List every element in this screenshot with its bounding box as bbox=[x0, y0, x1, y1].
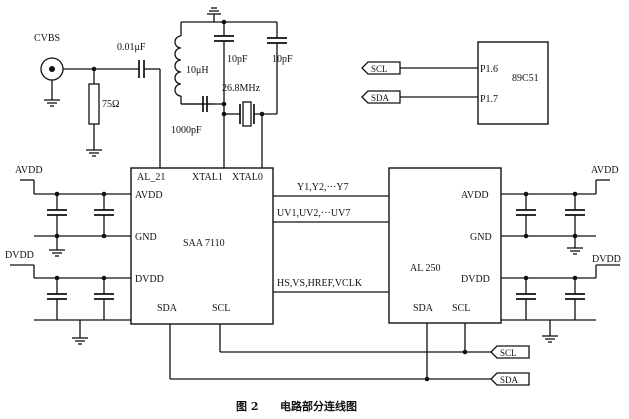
inductor-coil bbox=[174, 35, 182, 97]
decoupling-capacitor bbox=[516, 194, 536, 236]
saa-pin-xtal1: XTAL1 bbox=[192, 172, 223, 183]
sync-bus-label: HS,VS,HREF,VCLK bbox=[277, 278, 363, 289]
right-avdd-rail-label: AVDD bbox=[591, 165, 619, 176]
left-avdd-rail-label: AVDD bbox=[15, 165, 43, 176]
saa-pin-sda: SDA bbox=[157, 303, 178, 314]
decoupling-capacitor bbox=[94, 278, 114, 320]
scl-mcu-label: SCL bbox=[371, 64, 388, 74]
saa-pin-al21: AL_21 bbox=[137, 172, 165, 183]
al250-chip bbox=[388, 167, 502, 324]
left-dvdd-rail-label: DVDD bbox=[5, 250, 34, 261]
terminator-label: 75Ω bbox=[102, 99, 119, 110]
al250-pin-gnd: GND bbox=[470, 232, 492, 243]
saa7110-name: SAA 7110 bbox=[183, 238, 225, 249]
mcu-name: 89C51 bbox=[512, 73, 539, 84]
right-dvdd-rail-label: DVDD bbox=[592, 254, 621, 265]
scl-bottom-label: SCL bbox=[500, 348, 517, 358]
crystal-frequency-label: 26.8MHz bbox=[222, 83, 261, 94]
figure-title: 电路部分连线图 bbox=[280, 399, 357, 413]
al250-pin-scl: SCL bbox=[452, 303, 470, 314]
al250-pin-sda: SDA bbox=[413, 303, 434, 314]
scl-bottom-connector bbox=[490, 345, 530, 359]
sda-bottom-label: SDA bbox=[500, 375, 519, 385]
decoupling-capacitor bbox=[47, 278, 67, 320]
cap-c1-label: 10pF bbox=[227, 54, 248, 65]
mcu-89c51-chip bbox=[477, 41, 549, 125]
cvbs-connector-pin bbox=[49, 66, 55, 72]
decoupling-capacitor bbox=[94, 194, 114, 236]
y-bus-label: Y1,Y2,···Y7 bbox=[297, 182, 349, 193]
decoupling-capacitor bbox=[47, 194, 67, 236]
coupling-cap-label: 0.01μF bbox=[117, 42, 146, 53]
al250-pin-avdd: AVDD bbox=[461, 190, 489, 201]
decoupling-capacitor bbox=[565, 278, 585, 320]
mcu-pin-p16: P1.6 bbox=[480, 64, 498, 75]
inductor-label: 10μH bbox=[186, 65, 209, 76]
cvbs-label: CVBS bbox=[34, 33, 60, 44]
saa-pin-xtal0: XTAL0 bbox=[232, 172, 263, 183]
series-cap-label: 1000pF bbox=[171, 125, 202, 136]
terminator-resistor bbox=[88, 83, 100, 125]
sda-mcu-label: SDA bbox=[371, 93, 390, 103]
saa-pin-dvdd: DVDD bbox=[135, 274, 164, 285]
decoupling-capacitor bbox=[565, 194, 585, 236]
saa-pin-scl: SCL bbox=[212, 303, 230, 314]
al250-name: AL 250 bbox=[410, 263, 440, 274]
saa-pin-gnd: GND bbox=[135, 232, 157, 243]
sda-bottom-connector bbox=[490, 372, 530, 386]
al250-pin-dvdd: DVDD bbox=[461, 274, 490, 285]
saa7110-chip bbox=[130, 167, 274, 325]
uv-bus-label: UV1,UV2,···UV7 bbox=[277, 208, 350, 219]
figure-number: 图 2 bbox=[236, 400, 258, 413]
decoupling-capacitor bbox=[516, 278, 536, 320]
saa-pin-avdd: AVDD bbox=[135, 190, 163, 201]
mcu-pin-p17: P1.7 bbox=[480, 94, 498, 105]
cap-c2-label: 10pF bbox=[272, 54, 293, 65]
